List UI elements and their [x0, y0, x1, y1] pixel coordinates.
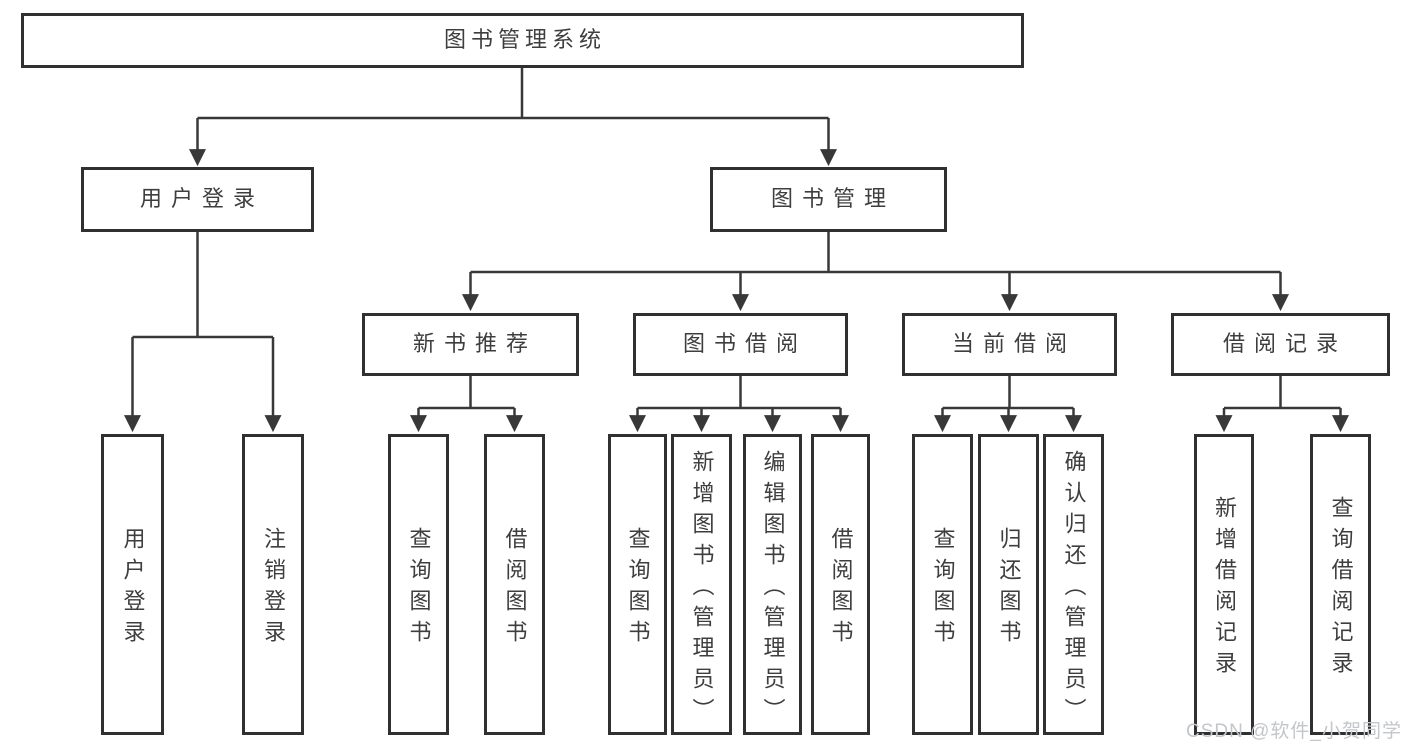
node-user-login-label: 用户登录 [139, 186, 264, 212]
leaf-confirm-return-admin: 确认归还（管理员） [1043, 434, 1104, 735]
csdn-watermark: CSDN @软件_小贺同学 [1186, 721, 1402, 742]
node-book-management-label: 图书管理 [770, 186, 895, 212]
leaf-borrow-books-recommend: 借阅图书 [484, 434, 545, 735]
leaf-label: 确认归还（管理员） [1061, 449, 1087, 729]
leaf-label: 归还图书 [996, 527, 1022, 651]
leaf-edit-book-admin: 编辑图书（管理员） [743, 434, 802, 735]
node-root-label: 图书管理系统 [443, 27, 606, 53]
leaf-label: 新增借阅记录 [1212, 496, 1237, 682]
leaf-query-books-recommend: 查询图书 [388, 434, 449, 735]
leaf-label: 借阅图书 [502, 527, 528, 651]
node-user-login: 用户登录 [81, 167, 314, 232]
leaf-label: 注销登录 [261, 527, 286, 651]
node-book-management: 图书管理 [710, 167, 947, 232]
node-new-book-recommend-label: 新书推荐 [412, 331, 537, 357]
leaf-add-book-admin: 新增图书（管理员） [671, 434, 732, 735]
leaf-label: 查询借阅记录 [1328, 496, 1354, 682]
node-borrow-records: 借阅记录 [1171, 313, 1390, 376]
node-new-book-recommend: 新书推荐 [362, 313, 579, 376]
leaf-label: 新增图书（管理员） [689, 449, 715, 729]
node-current-borrow: 当前借阅 [902, 313, 1117, 376]
leaf-return-books: 归还图书 [978, 434, 1039, 735]
leaf-label: 查询图书 [930, 527, 956, 651]
leaf-borrow-books-2: 借阅图书 [811, 434, 870, 735]
leaf-label: 编辑图书（管理员） [760, 449, 786, 729]
leaf-label: 用户登录 [120, 527, 146, 651]
node-book-borrow: 图书借阅 [633, 313, 848, 376]
node-borrow-records-label: 借阅记录 [1222, 331, 1347, 357]
node-book-borrow-label: 图书借阅 [682, 331, 807, 357]
node-current-borrow-label: 当前借阅 [951, 331, 1076, 357]
leaf-label: 借阅图书 [828, 527, 854, 651]
leaf-query-books-current: 查询图书 [912, 434, 973, 735]
leaf-user-login: 用户登录 [101, 434, 164, 735]
leaf-query-borrow-record: 查询借阅记录 [1310, 434, 1371, 735]
leaf-label: 查询图书 [625, 527, 651, 651]
leaf-query-books-borrow: 查询图书 [608, 434, 667, 735]
leaf-add-borrow-record: 新增借阅记录 [1194, 434, 1254, 735]
leaf-logout-login: 注销登录 [242, 434, 304, 735]
leaf-label: 查询图书 [406, 527, 432, 651]
node-root-system: 图书管理系统 [21, 13, 1024, 68]
